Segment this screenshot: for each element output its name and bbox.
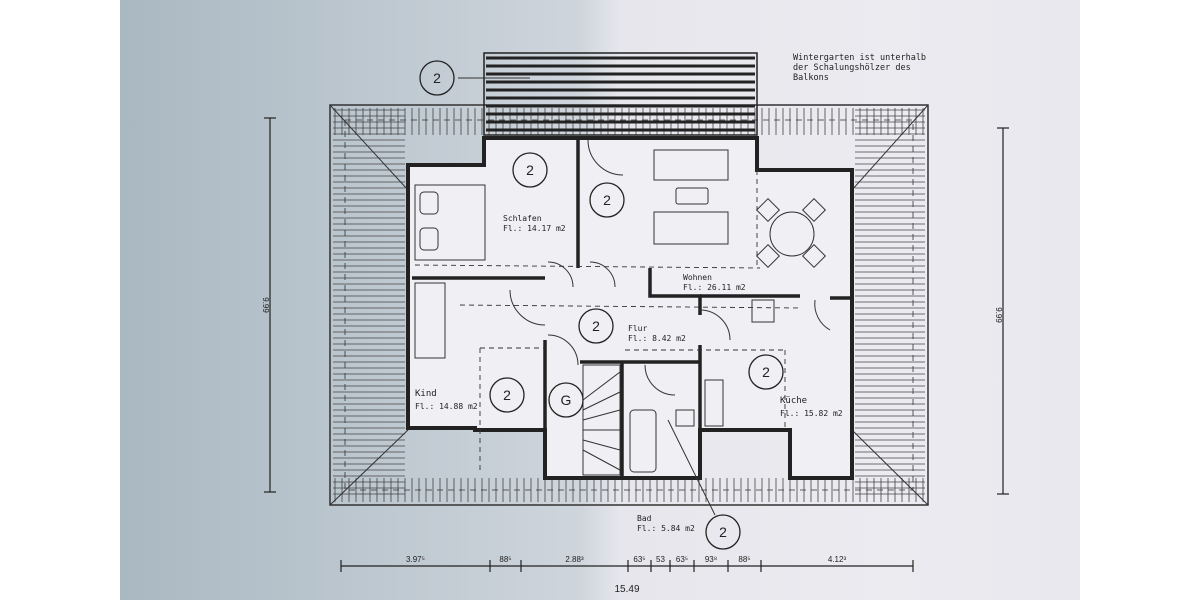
dimension-segment: 88⁵ (738, 555, 750, 564)
dimension-lines (264, 117, 1009, 572)
marker-schlafen: 2 (526, 162, 534, 178)
dimension-right-height: 9.99 (994, 307, 1003, 323)
room-area-flur: Fl.: 8.42 m2 (628, 334, 686, 343)
roof (329, 104, 929, 506)
note-line-2: der Schalungshölzer des (793, 63, 911, 73)
stairs (582, 364, 621, 476)
dining-table (769, 211, 815, 257)
doors (509, 139, 831, 396)
dashed-lines (414, 170, 801, 470)
balcony (483, 52, 758, 136)
note-line-3: Balkons (793, 73, 829, 83)
note-line-1: Wintergarten ist unterhalb (793, 53, 926, 63)
furniture (414, 77, 827, 516)
room-name-schlafen: Schlafen (503, 214, 542, 223)
stove (751, 299, 775, 323)
sink (675, 409, 695, 427)
sofa (653, 149, 729, 181)
marker-kueche: 2 (762, 364, 770, 380)
marker-bad: 2 (719, 524, 727, 540)
coffee-table (675, 187, 709, 205)
marker-balcony: 2 (433, 70, 441, 86)
dimension-segment: 53 (656, 555, 665, 564)
room-name-kueche: Küche (780, 396, 807, 406)
room-markers (419, 60, 784, 550)
room-area-bad: Fl.: 5.84 m2 (637, 524, 695, 533)
wardrobe (414, 282, 446, 359)
leader-line (667, 419, 716, 516)
marker-kind: 2 (503, 387, 511, 403)
dimension-segment: 3.97⁵ (406, 555, 425, 564)
bed (414, 184, 486, 261)
dimension-segment: 88⁵ (499, 555, 511, 564)
dimension-total-width: 15.49 (614, 584, 639, 595)
room-area-wohnen: Fl.: 26.11 m2 (683, 283, 746, 292)
marker-flur: 2 (592, 318, 600, 334)
bathtub (629, 409, 657, 473)
room-name-wohnen: Wohnen (683, 273, 712, 282)
dimension-segment: 93⁸ (705, 555, 717, 564)
dimension-segment: 63⁵ (676, 555, 688, 564)
sofa (653, 211, 729, 245)
room-name-kind: Kind (415, 389, 437, 399)
marker-stair: G (561, 392, 572, 408)
interior-walls (412, 140, 852, 478)
room-area-kind: Fl.: 14.88 m2 (415, 402, 478, 411)
dimension-left-height: 9.99 (261, 297, 270, 313)
room-area-schlafen: Fl.: 14.17 m2 (503, 224, 566, 233)
dimension-segment: 63⁵ (633, 555, 645, 564)
room-name-bad: Bad (637, 514, 652, 523)
room-name-flur: Flur (628, 324, 647, 333)
kitchen-sink (704, 379, 724, 427)
marker-wohnen: 2 (603, 192, 611, 208)
walls (406, 136, 854, 480)
dimension-segment: 2.88³ (565, 555, 584, 564)
room-area-kueche: Fl.: 15.82 m2 (780, 409, 843, 418)
dimension-segment: 4.12³ (828, 555, 847, 564)
